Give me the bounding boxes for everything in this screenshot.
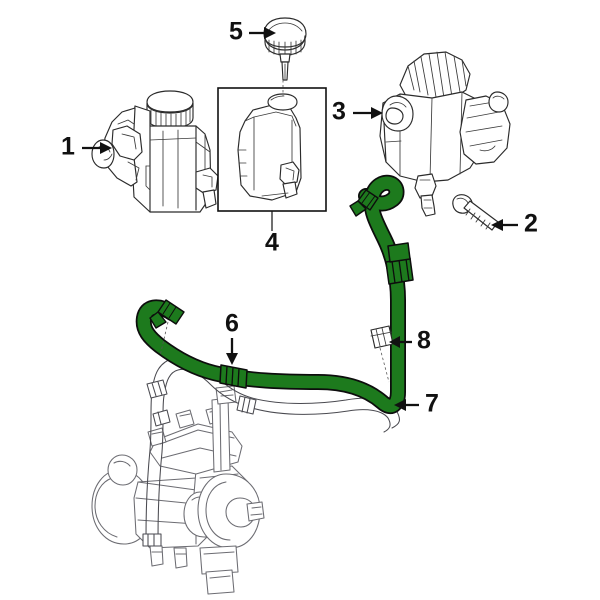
part-hose-fitting-nut xyxy=(370,325,394,383)
callout-leaders xyxy=(82,27,518,411)
callout-7-arrowhead xyxy=(394,399,406,411)
callout-label-7[interactable]: 7 xyxy=(425,390,439,418)
callout-6-arrowhead xyxy=(226,353,238,365)
callout-label-1[interactable]: 1 xyxy=(61,133,75,161)
hose-left-fitting-leader xyxy=(159,321,169,357)
pressure-hose-coupling-upper-right xyxy=(385,242,414,285)
callout-5-arrowhead xyxy=(264,27,276,39)
callout-8-arrowhead xyxy=(389,336,400,348)
part-mounting-bolt xyxy=(452,194,499,231)
callout-2-arrowhead xyxy=(491,219,503,231)
callout-1-arrowhead xyxy=(100,142,112,154)
part-reservoir-cap xyxy=(263,17,307,81)
callout-label-6[interactable]: 6 xyxy=(225,310,239,338)
callout-label-3[interactable]: 3 xyxy=(332,98,346,126)
pressure-hose-left-fitting xyxy=(149,299,185,329)
callout-3-arrowhead xyxy=(371,107,383,119)
part-power-steering-pump-assembly xyxy=(91,90,219,213)
callout-labels: 1 2 3 4 5 6 7 8 xyxy=(61,18,538,418)
callout-label-4[interactable]: 4 xyxy=(265,229,279,257)
callout-label-2[interactable]: 2 xyxy=(524,210,538,238)
pressure-hose-top-fitting xyxy=(349,189,379,217)
part-reservoir-inset-box xyxy=(217,87,327,231)
part-power-steering-pump-with-reservoir xyxy=(379,51,511,217)
callout-label-8[interactable]: 8 xyxy=(417,327,431,355)
part-power-steering-pressure-hose xyxy=(135,174,414,414)
callout-label-5[interactable]: 5 xyxy=(229,18,243,46)
pressure-hose-coupling-6 xyxy=(219,364,248,389)
part-steering-gear-box xyxy=(91,385,265,595)
